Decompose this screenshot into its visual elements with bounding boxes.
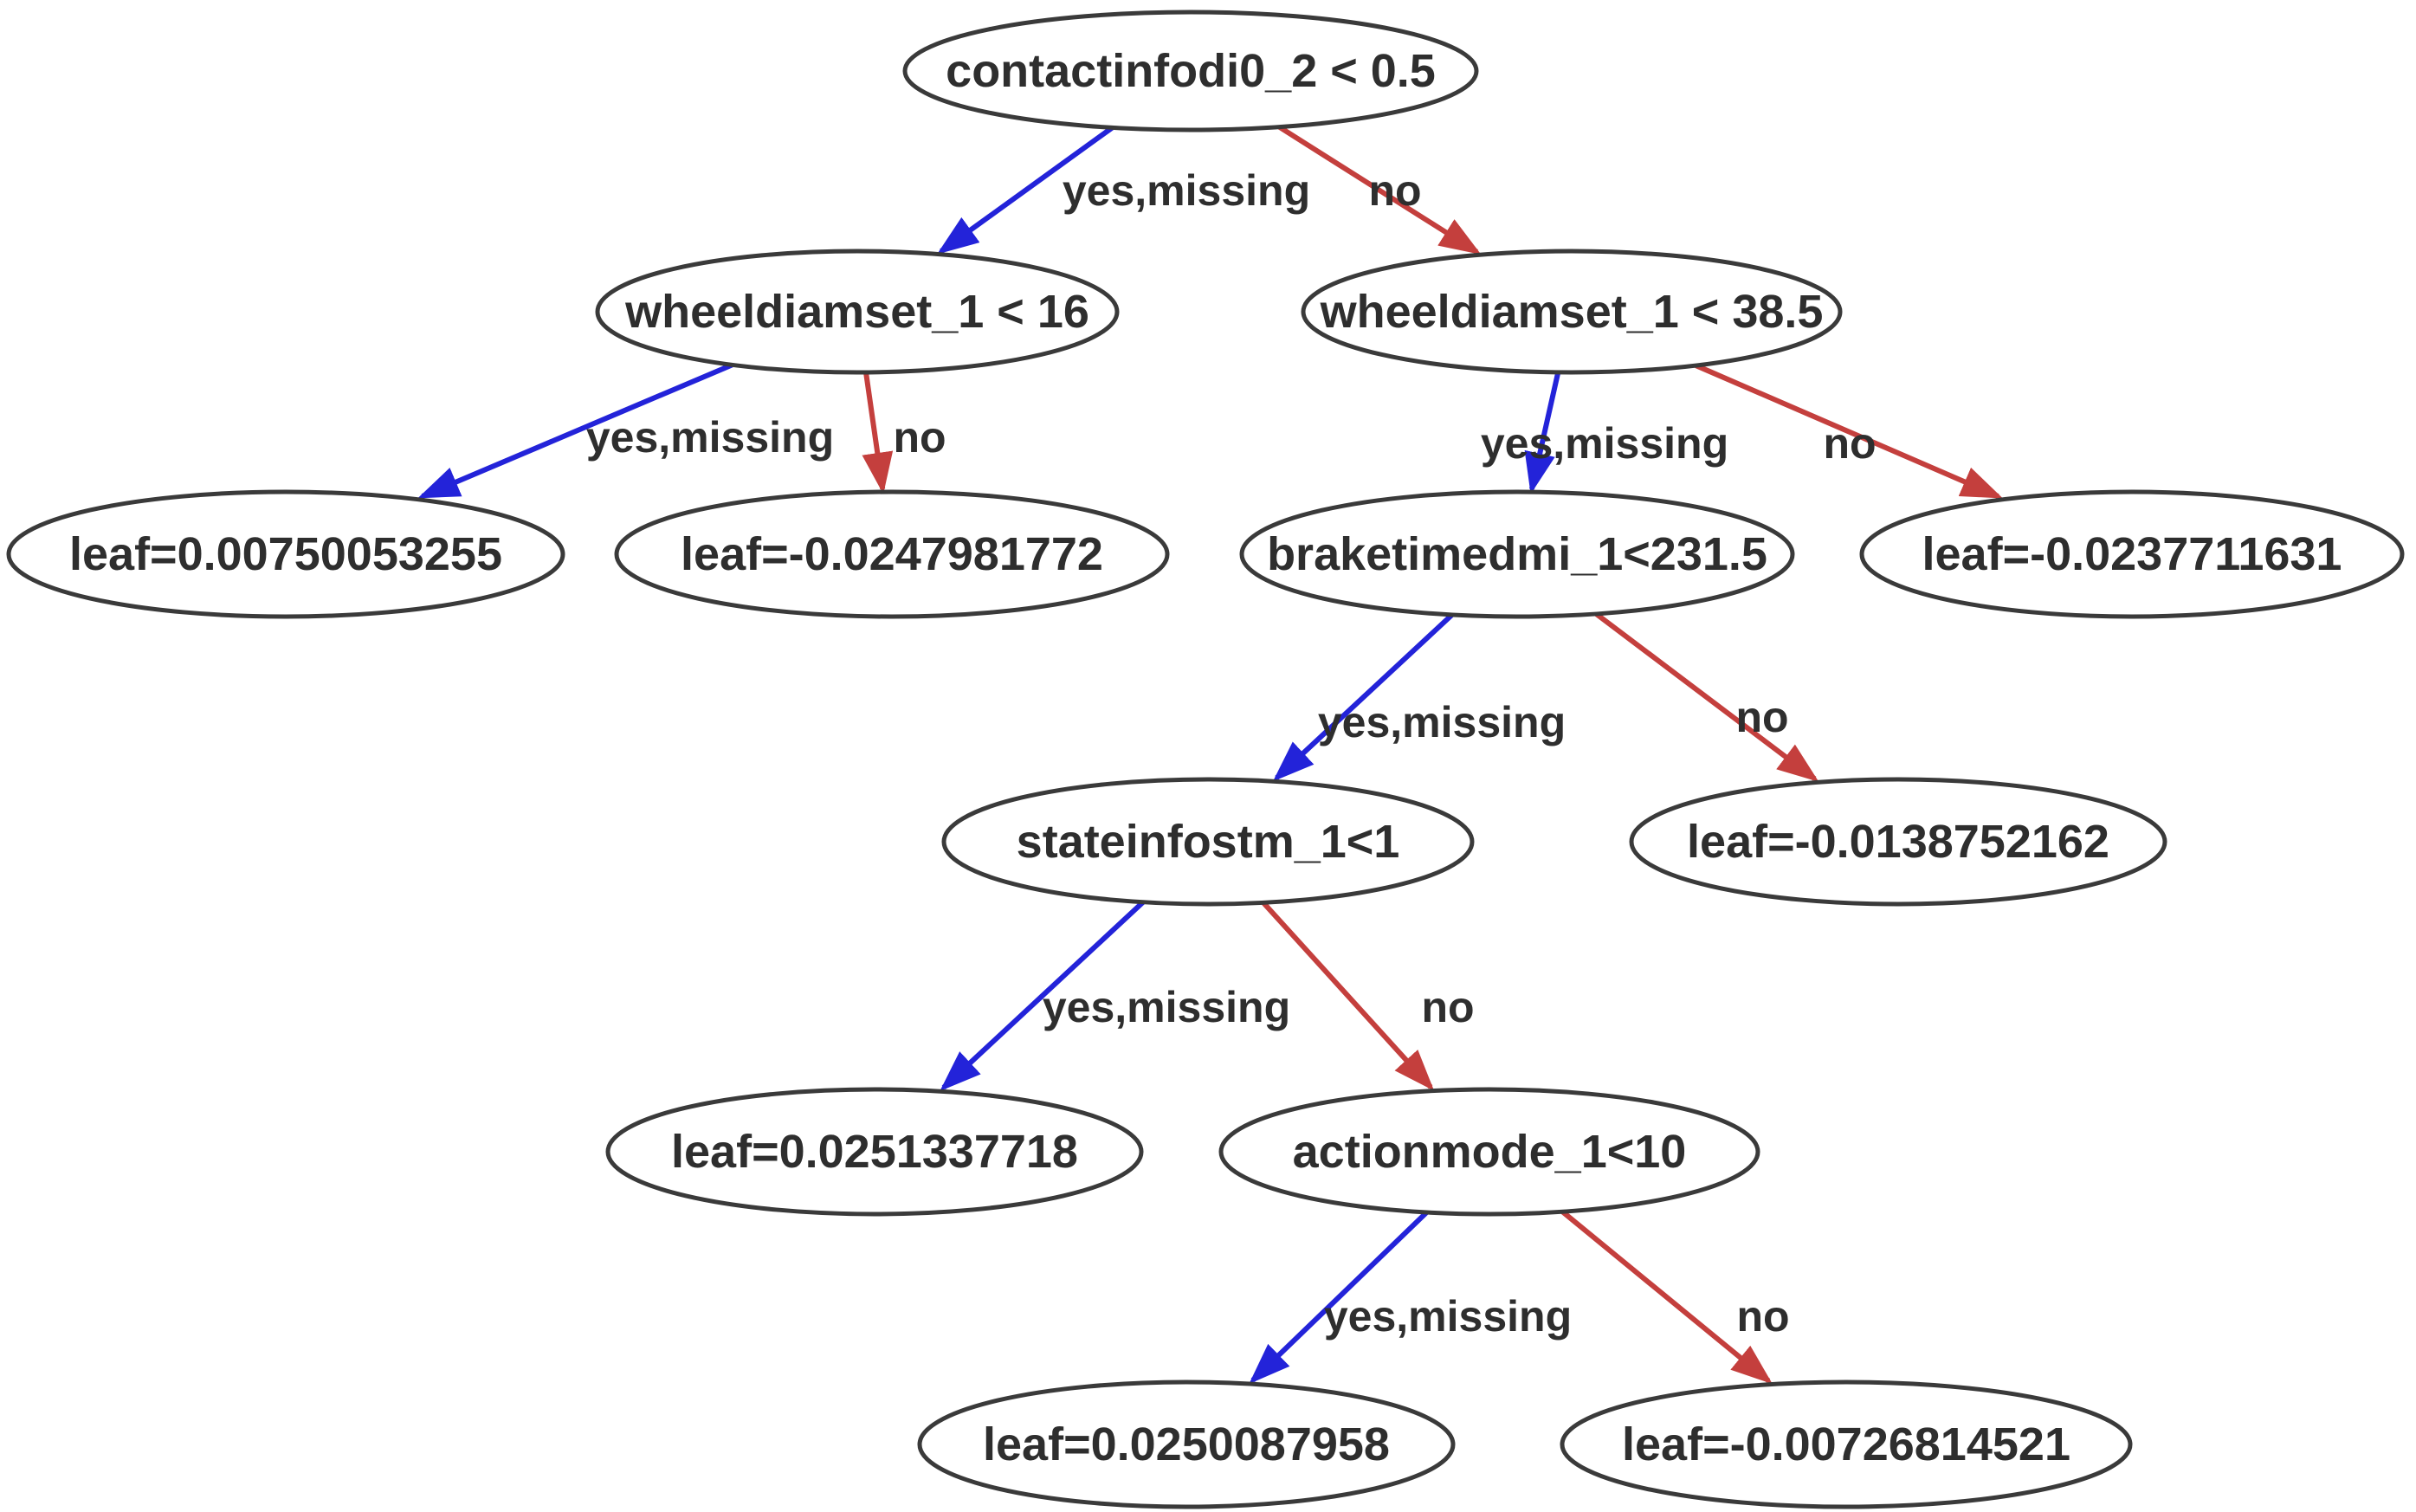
node-ellipse-brake — [1239, 489, 1795, 619]
edge-label-yes-root: yes,missing — [1063, 166, 1310, 215]
tree-node-leaf2: leaf=-0.0247981772 — [614, 489, 1170, 619]
node-ellipse-wheel385 — [1301, 249, 1843, 375]
node-label-leaf4: leaf=-0.0138752162 — [1687, 816, 2109, 868]
tree-node-wheel16: wheeldiamset_1 < 16 — [595, 249, 1120, 375]
edge-label-no-wheel385: no — [1823, 419, 1876, 468]
node-label-leaf6: leaf=0.0250087958 — [983, 1418, 1390, 1470]
tree-node-leaf6: leaf=0.0250087958 — [917, 1380, 1456, 1509]
edge-label-yes-wheel16: yes,missing — [586, 413, 834, 462]
node-ellipse-action — [1218, 1087, 1760, 1217]
node-ellipse-leaf4 — [1629, 777, 2167, 907]
tree-edge-wheel16-leaf1 — [417, 362, 733, 499]
tree-node-state: stateinfostm_1<1 — [941, 777, 1475, 907]
node-ellipse-leaf5 — [605, 1087, 1144, 1217]
node-label-wheel16: wheeldiamset_1 < 16 — [624, 286, 1089, 338]
node-label-brake: braketimedmi_1<231.5 — [1267, 528, 1767, 580]
node-ellipse-leaf1 — [6, 489, 565, 619]
tree-node-wheel385: wheeldiamset_1 < 38.5 — [1301, 249, 1843, 375]
edge-label-no-brake: no — [1735, 693, 1788, 741]
edge-label-no-state: no — [1421, 983, 1474, 1031]
edge-label-yes-state: yes,missing — [1043, 983, 1290, 1031]
node-label-action: actionmode_1<10 — [1293, 1126, 1687, 1178]
node-ellipse-leaf7 — [1560, 1380, 2133, 1509]
tree-edge-brake-state — [1272, 612, 1454, 782]
tree-node-leaf5: leaf=0.0251337718 — [605, 1087, 1144, 1217]
edge-label-yes-wheel385: yes,missing — [1481, 419, 1728, 468]
tree-edge-action-leaf6 — [1249, 1210, 1429, 1385]
node-label-leaf3: leaf=-0.0237711631 — [1922, 528, 2342, 580]
node-ellipse-leaf6 — [917, 1380, 1456, 1509]
tree-node-leaf7: leaf=-0.00726814521 — [1560, 1380, 2133, 1509]
edge-label-no-wheel16: no — [893, 413, 946, 462]
node-label-wheel385: wheeldiamset_1 < 38.5 — [1320, 286, 1824, 338]
tree-edge-wheel16-leaf2 — [862, 372, 894, 494]
tree-node-root: contactinfodi0_2 < 0.5 — [902, 10, 1479, 132]
tree-edge-brake-leaf4 — [1594, 611, 1819, 782]
tree-node-leaf3: leaf=-0.0237711631 — [1859, 489, 2405, 619]
tree-node-brake: braketimedmi_1<231.5 — [1239, 489, 1795, 619]
node-ellipse-leaf3 — [1859, 489, 2405, 619]
node-ellipse-state — [941, 777, 1475, 907]
edge-label-no-root: no — [1368, 166, 1421, 215]
tree-node-leaf4: leaf=-0.0138752162 — [1629, 777, 2167, 907]
tree-edge-wheel385-brake — [1524, 372, 1561, 494]
node-label-state: stateinfostm_1<1 — [1017, 816, 1400, 868]
node-label-leaf5: leaf=0.0251337718 — [671, 1126, 1078, 1178]
node-ellipse-leaf2 — [614, 489, 1170, 619]
edge-label-yes-action: yes,missing — [1324, 1292, 1572, 1341]
edge-label-no-action: no — [1736, 1292, 1789, 1341]
node-label-leaf7: leaf=-0.00726814521 — [1622, 1418, 2070, 1470]
tree-edge-action-leaf7 — [1560, 1209, 1773, 1385]
tree-edge-root-wheel16 — [937, 125, 1114, 255]
tree-edge-state-action — [1261, 901, 1435, 1091]
tree-node-action: actionmode_1<10 — [1218, 1087, 1760, 1217]
tree-edge-state-leaf5 — [940, 900, 1145, 1091]
tree-node-leaf1: leaf=0.00750053255 — [6, 489, 565, 619]
node-ellipse-wheel16 — [595, 249, 1120, 375]
node-label-leaf2: leaf=-0.0247981772 — [681, 528, 1103, 580]
node-label-root: contactinfodi0_2 < 0.5 — [946, 45, 1436, 97]
tree-edge-root-wheel385 — [1277, 125, 1482, 255]
node-label-leaf1: leaf=0.00750053255 — [69, 528, 502, 580]
edge-label-yes-brake: yes,missing — [1318, 698, 1566, 746]
tree-edge-wheel385-leaf3 — [1695, 363, 2003, 499]
node-ellipse-root — [902, 10, 1479, 132]
